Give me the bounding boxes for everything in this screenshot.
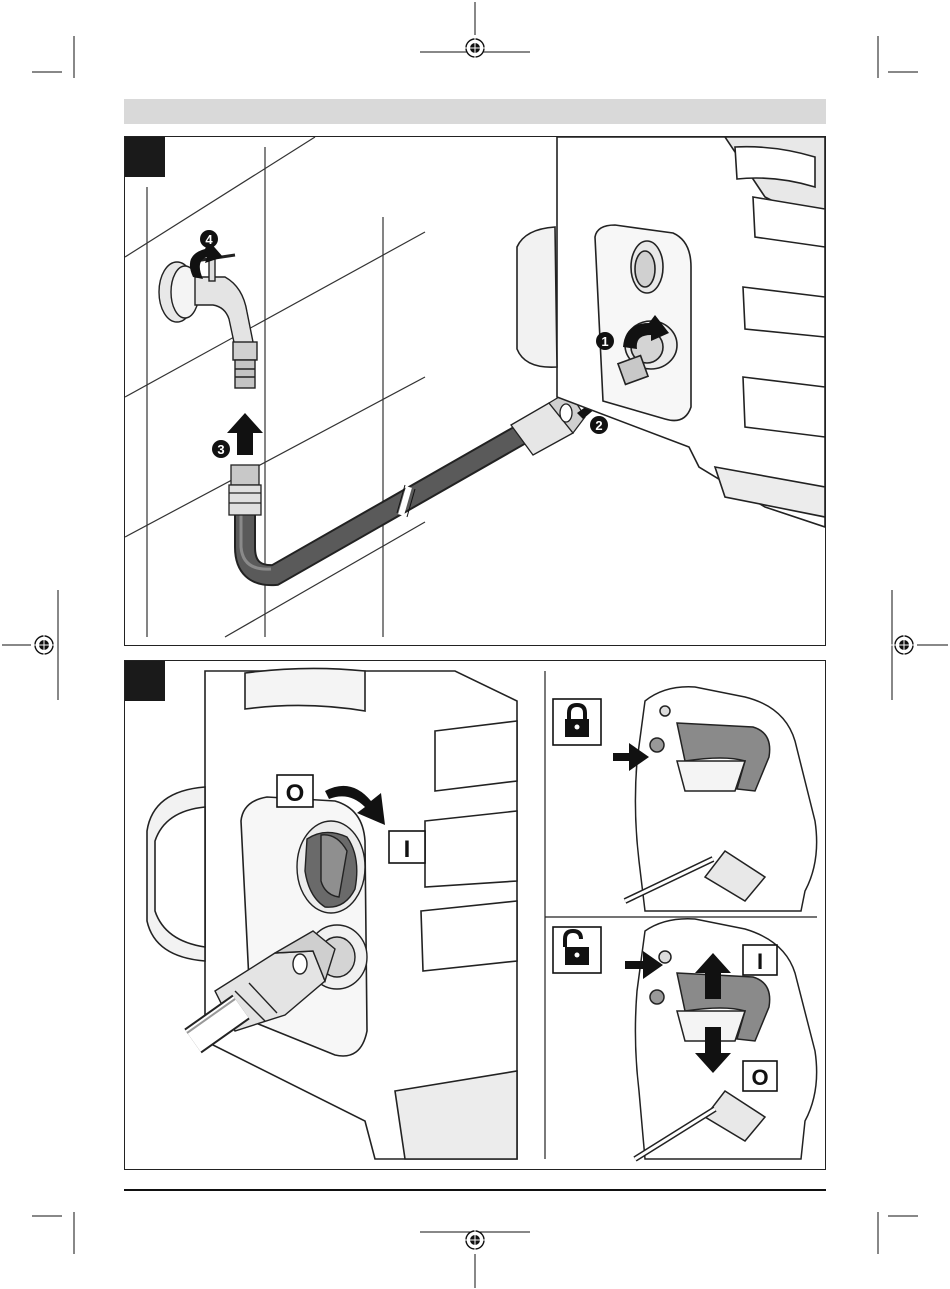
lock-symbol-box: [553, 699, 601, 745]
spray-gun-unlocked: [635, 919, 816, 1159]
faucet: [159, 255, 257, 388]
spray-gun-locked: [635, 687, 816, 911]
registration-mark-bottom: [462, 1227, 488, 1253]
header-bar: [124, 99, 826, 124]
rotary-switch-knob[interactable]: [297, 821, 365, 913]
svg-text:I: I: [404, 836, 411, 863]
gun-on-symbol: I: [743, 945, 777, 975]
step-1-badge: 1: [596, 332, 614, 350]
svg-text:1: 1: [601, 334, 608, 349]
figure-b-illustration: O I: [125, 661, 825, 1169]
registration-mark-left: [31, 632, 57, 658]
push-up-arrow: [227, 413, 263, 455]
figure-b-switching-on: O I: [124, 660, 826, 1170]
svg-text:O: O: [751, 1065, 768, 1090]
svg-text:I: I: [757, 949, 763, 974]
switch-on-symbol: I: [389, 831, 425, 863]
step-3-badge: 3: [212, 440, 230, 458]
step-4-badge: 4: [200, 230, 218, 248]
footer-rule: [124, 1189, 826, 1191]
machine-body-closeup: [147, 668, 517, 1159]
switch-off-symbol: O: [277, 775, 313, 807]
svg-text:O: O: [286, 780, 305, 807]
svg-text:3: 3: [217, 442, 224, 457]
registration-mark-right: [891, 632, 917, 658]
unlock-symbol-box: [553, 927, 601, 973]
pressure-washer-body: [517, 137, 825, 527]
svg-text:2: 2: [595, 418, 602, 433]
wall-tiles: [125, 137, 425, 637]
figure-a-water-connection: 4 3 2: [124, 136, 826, 646]
figure-a-illustration: 4 3 2: [125, 137, 825, 645]
water-hose: [241, 435, 520, 575]
svg-text:4: 4: [205, 232, 213, 247]
step-2-badge: 2: [590, 416, 608, 434]
gun-off-symbol: O: [743, 1061, 777, 1091]
registration-mark-top: [462, 35, 488, 61]
hose-faucet-connector: [229, 465, 261, 515]
